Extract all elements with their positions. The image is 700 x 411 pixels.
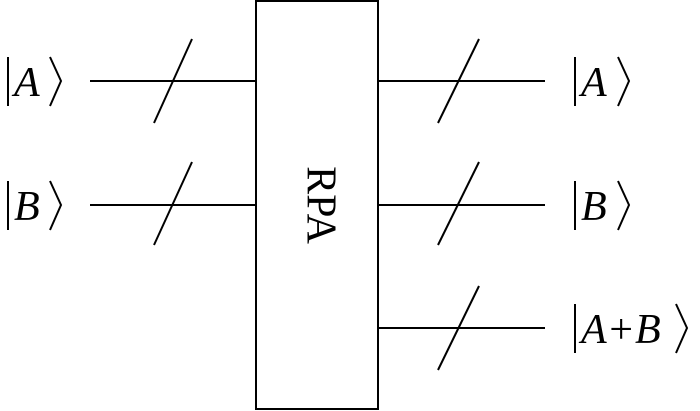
input-bus-slash-b [153, 161, 193, 246]
ket-angle [617, 180, 631, 231]
rpa-gate [255, 0, 379, 410]
output-bus-slash-b [437, 161, 480, 246]
input-ket-a: A [7, 56, 63, 107]
output-ket-b: B [574, 180, 631, 231]
rpa-gate-label: RPA [297, 166, 343, 245]
output-ket-b-label: B [581, 184, 607, 230]
input-ket-a-label: A [11, 60, 40, 106]
input-bus-slash-a [153, 38, 193, 124]
output-ket-a-plus-b-label: A+B [578, 307, 661, 353]
ket-angle [675, 303, 689, 354]
output-ket-a: A [574, 56, 631, 107]
input-ket-b: B [7, 180, 63, 231]
ket-angle [49, 56, 63, 107]
output-bus-slash-a [437, 38, 480, 124]
ket-angle [617, 56, 631, 107]
output-ket-a-label: A [578, 60, 607, 106]
input-ket-b-label: B [14, 184, 40, 230]
ket-angle [49, 180, 63, 231]
output-bus-slash-a-plus-b [437, 285, 480, 371]
output-ket-a-plus-b: A+B [574, 303, 689, 354]
